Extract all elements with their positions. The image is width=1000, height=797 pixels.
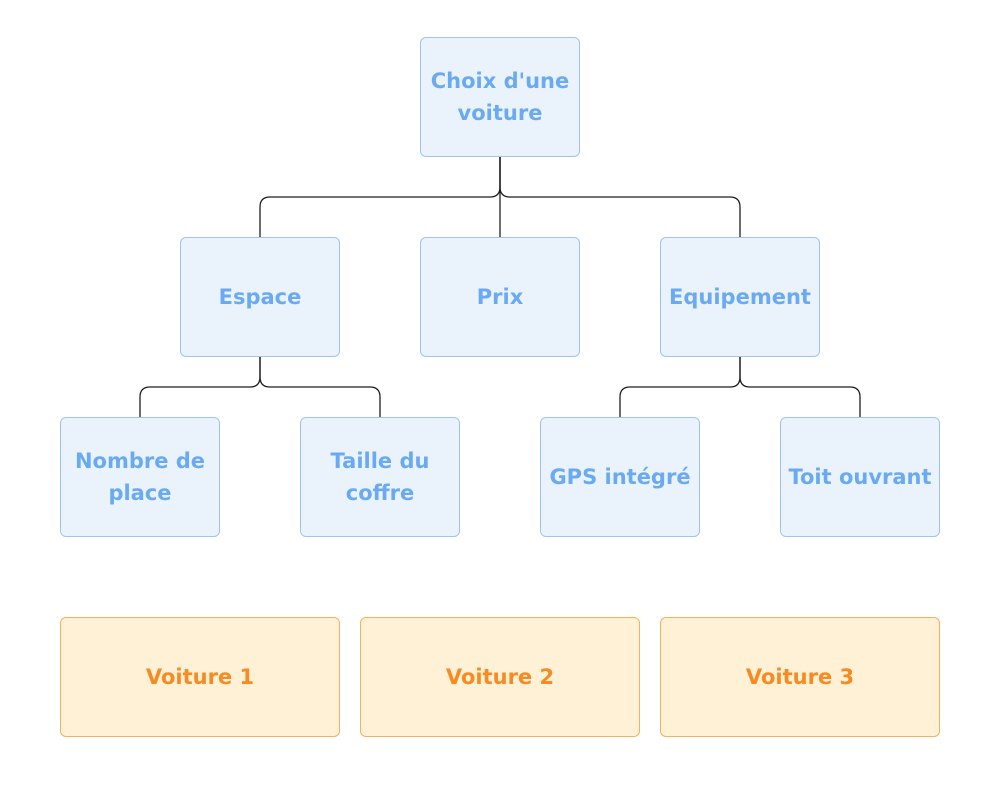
connector-espace-nombre [139, 357, 261, 417]
alternative-node-voiture-2: Voiture 2 [360, 617, 640, 737]
criterion-node-espace: Espace [180, 237, 340, 357]
alternative-label-voiture-1: Voiture 1 [145, 665, 255, 689]
subcriterion-node-gps-integre: GPS intégré [540, 417, 700, 537]
alternative-node-voiture-1: Voiture 1 [60, 617, 340, 737]
subcriterion-node-taille-du-coffre: Taille du coffre [300, 417, 460, 537]
connector-equipement-gps [619, 357, 741, 417]
criterion-node-equipement: Equipement [660, 237, 820, 357]
alternative-label-voiture-3: Voiture 3 [745, 665, 855, 689]
criterion-label-equipement: Equipement [669, 285, 811, 309]
connector-equipement-toit [739, 357, 861, 417]
subcriterion-label-toit-ouvrant: Toit ouvrant [788, 465, 932, 489]
criterion-label-espace: Espace [218, 285, 302, 309]
criterion-label-prix: Prix [476, 285, 524, 309]
subcriterion-label-nombre-de-place: Nombre de place [74, 449, 206, 505]
criterion-node-prix: Prix [420, 237, 580, 357]
connector-root-equipement [499, 157, 741, 237]
connector-espace-taille [259, 357, 381, 417]
root-node-choix: Choix d'une voiture [420, 37, 580, 157]
alternative-node-voiture-3: Voiture 3 [660, 617, 940, 737]
subcriterion-label-gps-integre: GPS intégré [549, 465, 691, 489]
alternative-label-voiture-2: Voiture 2 [445, 665, 555, 689]
subcriterion-node-toit-ouvrant: Toit ouvrant [780, 417, 940, 537]
subcriterion-node-nombre-de-place: Nombre de place [60, 417, 220, 537]
connector-root-espace [259, 157, 501, 237]
subcriterion-label-taille-du-coffre: Taille du coffre [330, 449, 430, 505]
root-node-label: Choix d'une voiture [430, 69, 570, 125]
